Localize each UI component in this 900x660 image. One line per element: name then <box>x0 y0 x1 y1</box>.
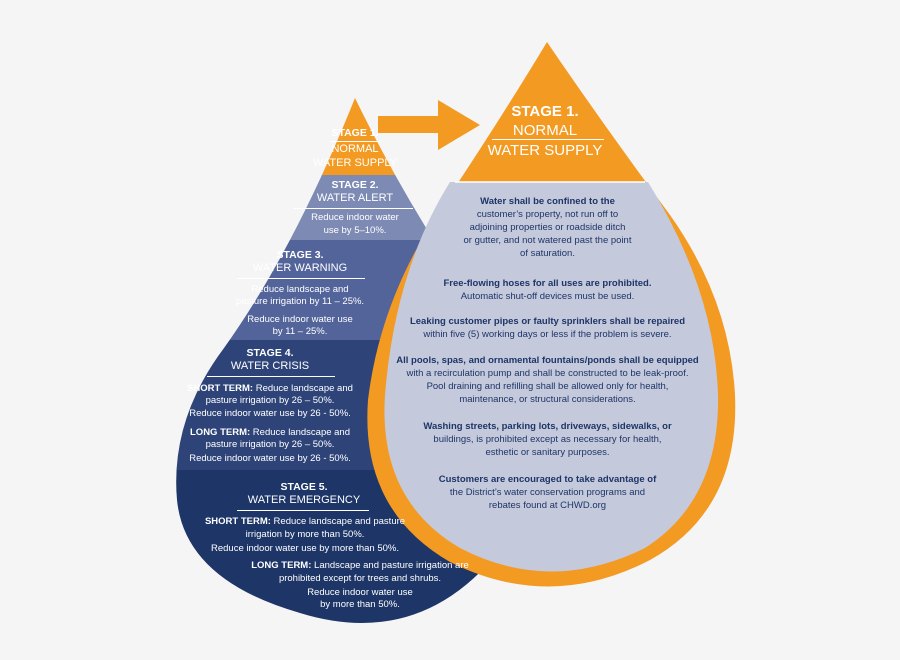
rule-line: adjoining properties or roadside ditch <box>469 222 626 233</box>
left-stage3-title: STAGE 3. <box>276 249 324 261</box>
divider <box>237 510 369 511</box>
left-stage1-line2: WATER SUPPLY <box>312 157 398 169</box>
rule-line: with a recirculation pump and shall be c… <box>406 368 689 379</box>
left-stage2-text: use by 5–10%. <box>323 225 387 236</box>
left-stage4-long: Reduce indoor water use by 26 - 50%. <box>189 453 351 464</box>
left-stage4-title: STAGE 4. <box>246 347 294 359</box>
rule-line: Washing streets, parking lots, driveways… <box>423 421 672 432</box>
right-stage1-title: STAGE 1. <box>511 103 579 120</box>
rule-line: Water shall be confined to the <box>480 196 615 207</box>
left-stage5-long: LONG TERM: Landscape and pasture irrigat… <box>251 560 469 571</box>
rule-line: esthetic or sanitary purposes. <box>485 447 610 458</box>
left-stage4-short: Reduce indoor water use by 26 - 50%. <box>189 408 351 419</box>
rule-line: Pool draining and refilling shall be all… <box>426 381 669 392</box>
left-stage3-name: WATER WARNING <box>252 262 348 274</box>
rule-line: Automatic shut-off devices must be used. <box>460 291 635 302</box>
right-stage1-line1: NORMAL <box>512 122 578 139</box>
divider <box>330 141 380 142</box>
right-stage1-line2: WATER SUPPLY <box>487 142 603 159</box>
rule-line: the District’s water conservation progra… <box>449 487 646 498</box>
rule-line: maintenance, or structural consideration… <box>459 394 636 405</box>
left-stage5-long: Reduce indoor water use <box>307 587 413 598</box>
left-stage2-title: STAGE 2. <box>331 179 379 191</box>
left-stage5-title: STAGE 5. <box>280 481 328 493</box>
left-stage3-text: Reduce indoor water use <box>247 314 353 325</box>
left-stage5-long: by more than 50%. <box>320 599 400 610</box>
left-stage4-long: pasture irrigation by 26 – 50%. <box>205 439 335 450</box>
left-stage3-text: pasture irrigation by 11 – 25%. <box>235 296 365 307</box>
divider <box>237 278 365 279</box>
left-stage1-title: STAGE 1. <box>331 127 379 139</box>
rule-line: All pools, spas, and ornamental fountain… <box>396 355 699 366</box>
right-drop-body <box>384 182 719 572</box>
right-drop <box>367 42 736 587</box>
left-stage4-name: WATER CRISIS <box>230 360 310 372</box>
left-stage2-name: WATER ALERT <box>316 192 394 204</box>
left-stage5-short: SHORT TERM: Reduce landscape and pasture <box>204 516 406 527</box>
rule-line: customer’s property, not run off to <box>476 209 619 220</box>
left-stage3-text: by 11 – 25%. <box>272 326 328 337</box>
rule-line: Free-flowing hoses for all uses are proh… <box>443 278 652 289</box>
divider <box>293 208 413 209</box>
rule-line: within five (5) working days or less if … <box>423 329 672 340</box>
rule-line: or gutter, and not watered past the poin… <box>463 235 632 246</box>
divider <box>492 139 604 140</box>
left-stage5-long: prohibited except for trees and shrubs. <box>278 573 442 584</box>
left-stage4-short: SHORT TERM: Reduce landscape and <box>187 383 353 394</box>
left-stage4-long: LONG TERM: Reduce landscape and <box>190 427 350 438</box>
rule-line: buildings, is prohibited except as neces… <box>433 434 662 445</box>
left-stage2-text: Reduce indoor water <box>311 212 399 223</box>
rule-line: Customers are encouraged to take advanta… <box>438 474 657 485</box>
left-stage5-short: irrigation by more than 50%. <box>245 529 365 540</box>
rule-line: Leaking customer pipes or faulty sprinkl… <box>409 316 686 327</box>
divider <box>207 376 335 377</box>
left-stage5-short: Reduce indoor water use by more than 50%… <box>211 543 399 554</box>
left-stage1-line1: NORMAL <box>331 143 379 155</box>
rule-line: of saturation. <box>520 248 575 259</box>
left-stage4-short: pasture irrigation by 26 – 50%. <box>205 395 335 406</box>
left-stage5-name: WATER EMERGENCY <box>247 494 361 506</box>
arrow-icon <box>378 100 480 150</box>
rule-line: rebates found at CHWD.org <box>488 500 607 511</box>
left-stage3-text: Reduce landscape and <box>251 284 349 295</box>
